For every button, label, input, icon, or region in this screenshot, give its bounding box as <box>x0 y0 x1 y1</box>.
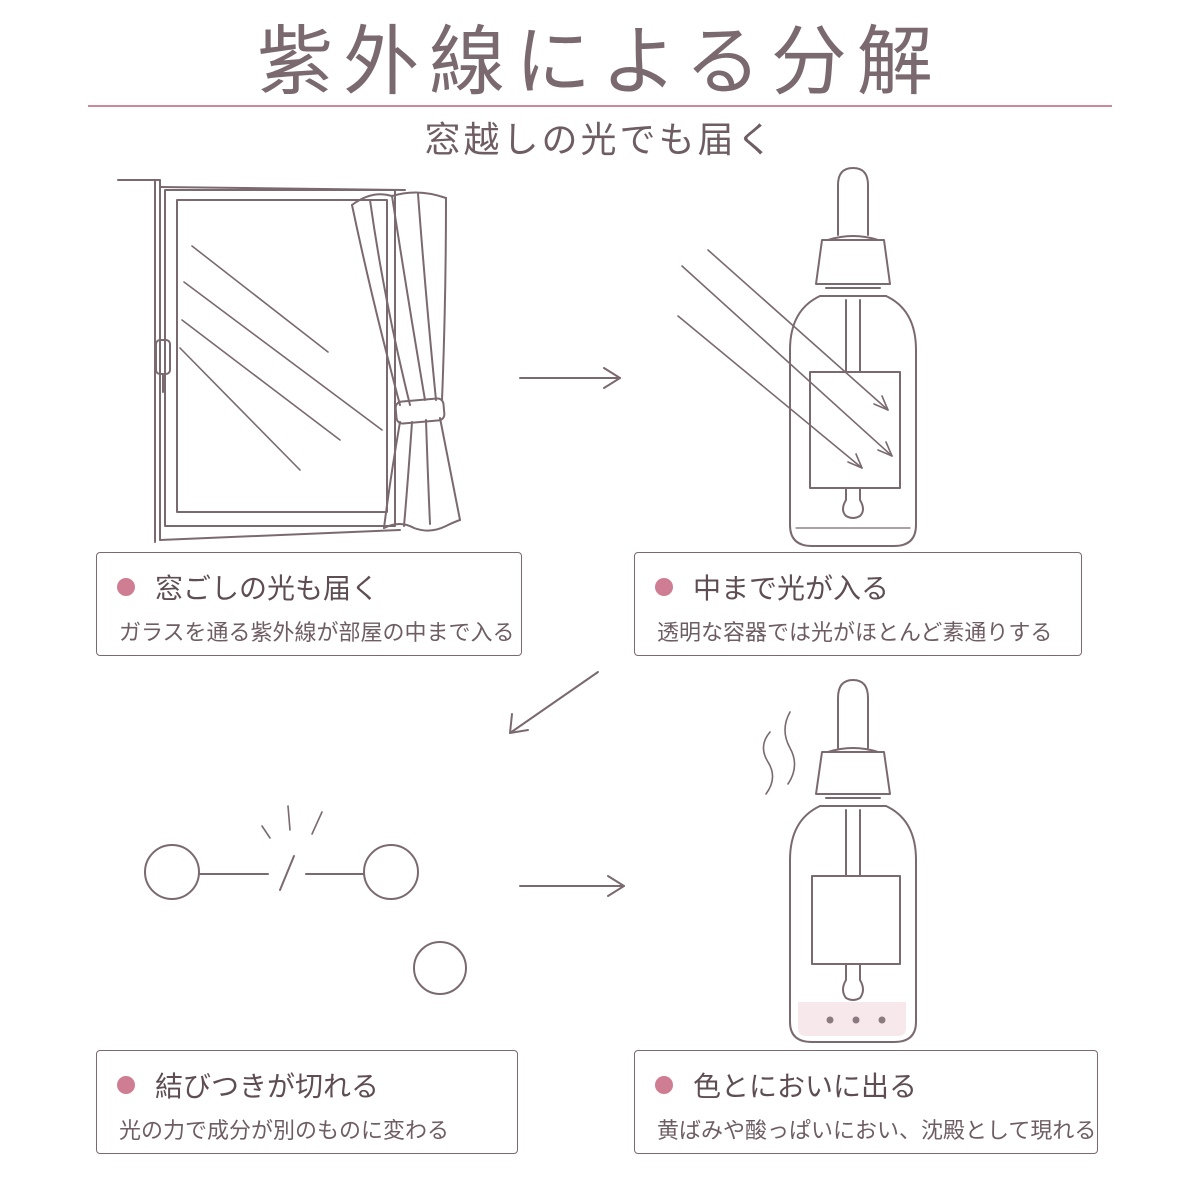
step-card-result: 色とにおいに出る 黄ばみや酸っぱいにおい、沈殿として現れる <box>634 1050 1098 1154</box>
step-card-molecule: 結びつきが切れる 光の力で成分が別のものに変わる <box>96 1050 518 1154</box>
window-illustration <box>117 179 406 543</box>
molecule-bond-breaking <box>144 805 467 995</box>
step-description: ガラスを通る紫外線が部屋の中まで入る <box>119 621 515 646</box>
bullet-dot <box>655 578 673 596</box>
step-heading: 窓ごしの光も届く <box>155 572 380 605</box>
arrow-right-2 <box>519 875 625 897</box>
bullet-dot <box>117 1076 135 1094</box>
step-description: 黄ばみや酸っぱいにおい、沈殿として現れる <box>657 1119 1097 1144</box>
title-divider <box>88 105 1112 107</box>
step-card-window: 窓ごしの光も届く ガラスを通る紫外線が部屋の中まで入る <box>96 552 522 656</box>
arrow-down-left <box>509 671 599 734</box>
page-subtitle: 窓越しの光でも届く <box>424 120 776 161</box>
dropper-bottle-clear <box>677 167 917 547</box>
step-heading: 中まで光が入る <box>693 572 890 605</box>
step-description: 透明な容器では光がほとんど素通りする <box>657 621 1053 646</box>
bullet-dot <box>117 578 135 596</box>
curtain-illustration <box>351 191 461 532</box>
step-heading: 結びつきが切れる <box>155 1070 380 1103</box>
step-heading: 色とにおいに出る <box>693 1070 918 1103</box>
page-title: 紫外線による分解 <box>257 17 943 106</box>
step-description: 光の力で成分が別のものに変わる <box>119 1119 450 1144</box>
bullet-dot <box>655 1076 673 1094</box>
dropper-bottle-degraded <box>762 679 917 1043</box>
arrow-right-1 <box>519 367 621 389</box>
step-card-bottle: 中まで光が入る 透明な容器では光がほとんど素通りする <box>634 552 1082 656</box>
